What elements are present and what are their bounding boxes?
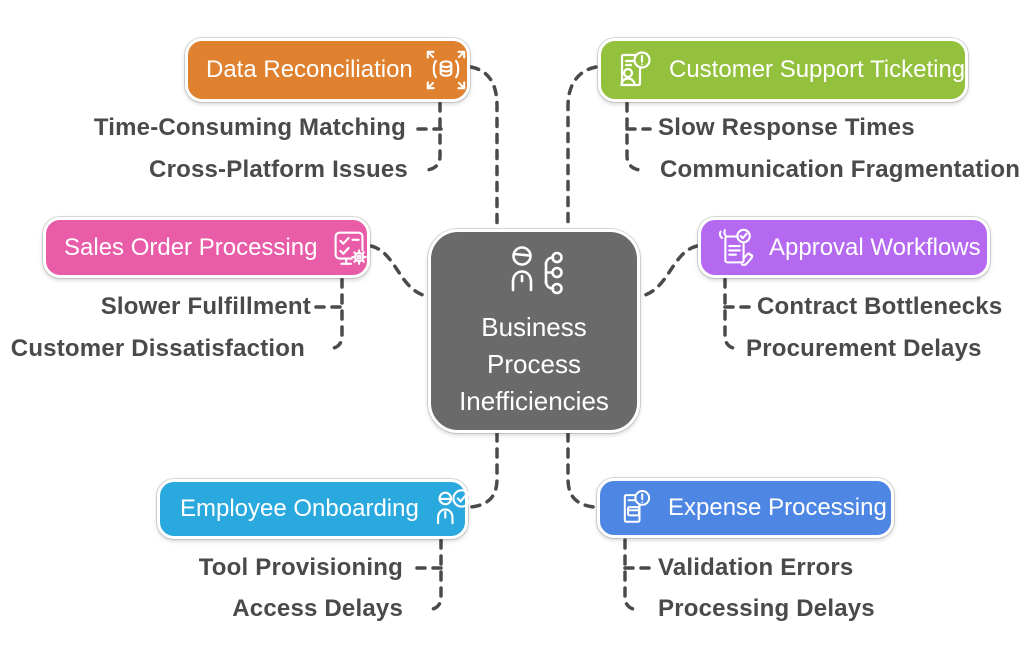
sub-label-slower-fulfillment: Slower Fulfillment	[100, 293, 311, 320]
receipt-alert-icon	[612, 486, 656, 530]
center-node: Business Process Inefficiencies	[428, 229, 640, 433]
sub-label-customer-dissatisfaction: Customer Dissatisfaction	[10, 335, 305, 362]
contract-approval-icon	[711, 225, 757, 271]
sub-label-access-delays: Access Delays	[232, 595, 403, 622]
branch-label: Sales Order Processing	[64, 233, 318, 261]
branch-label: Employee Onboarding	[180, 495, 419, 522]
sub-label-validation-errors: Validation Errors	[658, 554, 854, 581]
branch-sales-order-processing: Sales Order Processing	[43, 217, 370, 278]
support-ticket-icon	[609, 46, 657, 94]
sub-label-cross-platform-issues: Cross-Platform Issues	[149, 156, 408, 183]
person-network-icon	[501, 243, 567, 299]
branch-expense-processing: Expense Processing	[597, 478, 894, 538]
branch-label: Expense Processing	[668, 494, 887, 521]
branch-label: Customer Support Ticketing	[669, 56, 966, 83]
center-label-line: Business	[481, 311, 587, 342]
branch-label: Data Reconciliation	[206, 56, 413, 83]
sub-label-processing-delays: Processing Delays	[658, 595, 875, 622]
connector-group	[314, 65, 752, 612]
branch-label: Approval Workflows	[769, 233, 981, 261]
center-label-line: Inefficiencies	[459, 385, 609, 416]
data-sync-icon	[423, 47, 469, 93]
sub-label-procurement-delays: Procurement Delays	[746, 335, 982, 362]
sub-label-contract-bottlenecks: Contract Bottlenecks	[757, 293, 1003, 320]
branch-customer-support-ticketing: Customer Support Ticketing	[598, 38, 968, 102]
sub-label-tool-provisioning: Tool Provisioning	[198, 554, 403, 581]
branch-data-reconciliation: Data Reconciliation	[185, 38, 470, 102]
person-check-icon	[429, 486, 475, 532]
branch-employee-onboarding: Employee Onboarding	[157, 479, 471, 539]
sub-label-slow-response-times: Slow Response Times	[658, 114, 915, 141]
sub-label-communication-fragmentation: Communication Fragmentation	[660, 156, 1021, 183]
branch-approval-workflows: Approval Workflows	[698, 217, 990, 278]
center-label-line: Process	[487, 348, 581, 379]
sub-label-time-consuming-matching: Time-Consuming Matching	[93, 114, 406, 141]
checklist-gear-icon	[327, 225, 373, 271]
